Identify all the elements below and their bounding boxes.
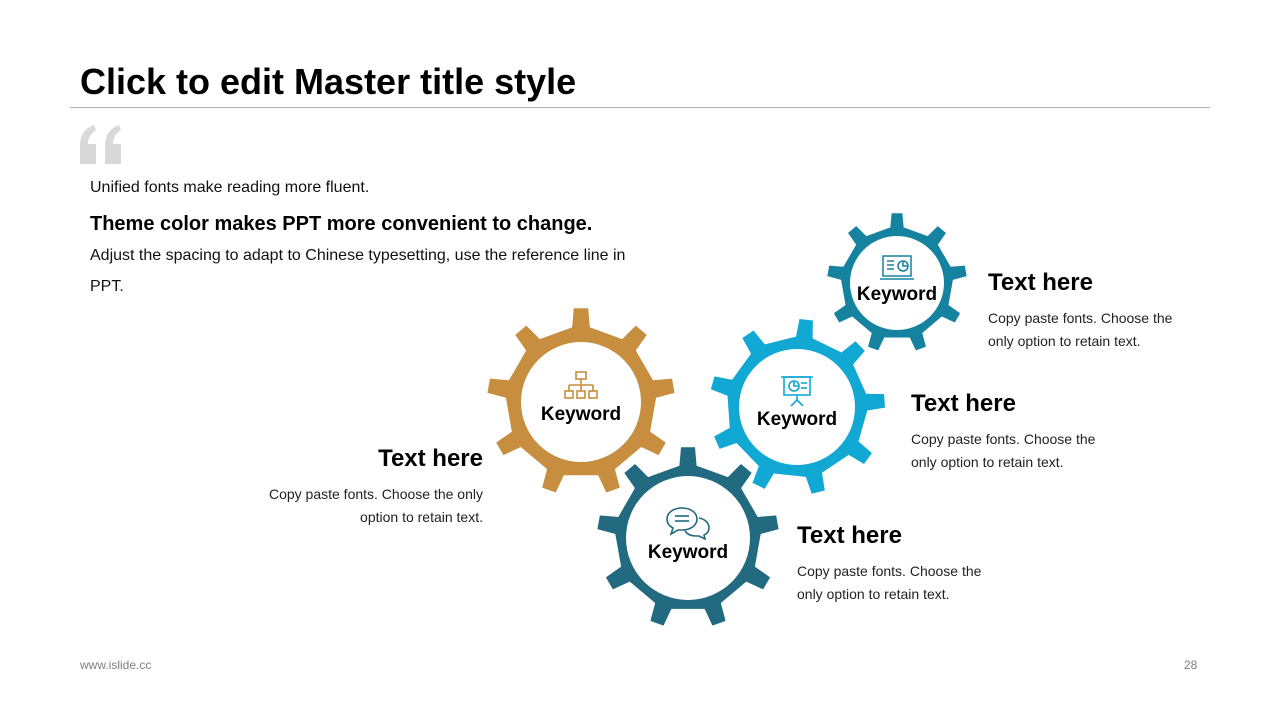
gear-keyword-label[interactable]: Keyword <box>647 542 729 563</box>
title-divider <box>70 107 1210 108</box>
gear-shape <box>597 447 779 626</box>
callout-body[interactable]: Copy paste fonts. Choose the only option… <box>268 486 483 525</box>
callout-left[interactable]: Text here Copy paste fonts. Choose the o… <box>263 445 483 529</box>
slide-title[interactable]: Click to edit Master title style <box>80 61 577 102</box>
callout-body[interactable]: Copy paste fonts. Choose the only option… <box>797 563 982 602</box>
gear-keyword-label[interactable]: Keyword <box>856 284 938 305</box>
callout-heading[interactable]: Text here <box>797 522 902 549</box>
gear-shape <box>710 319 885 494</box>
callout-body[interactable]: Copy paste fonts. Choose the only option… <box>911 431 1096 470</box>
callout-heading[interactable]: Text here <box>378 445 483 472</box>
chat-bubbles-icon <box>666 507 710 540</box>
footer-url[interactable]: www.islide.cc <box>80 658 152 672</box>
callout-bottom-right[interactable]: Text here Copy paste fonts. Choose the o… <box>797 522 1002 606</box>
org-chart-icon <box>564 371 598 399</box>
gear-keyword-label[interactable]: Keyword <box>756 409 838 430</box>
gear-org-chart[interactable]: Keyword <box>486 307 676 497</box>
page-number: 28 <box>1184 658 1198 672</box>
gear-chat[interactable]: Keyword <box>596 446 780 630</box>
presentation-board-icon <box>781 376 813 407</box>
callout-top-right[interactable]: Text here Copy paste fonts. Choose the o… <box>988 269 1198 353</box>
intro-line-1[interactable]: Unified fonts make reading more fluent. <box>90 179 370 196</box>
dashboard-chart-icon <box>880 255 914 280</box>
gear-dashboard[interactable]: Keyword <box>826 212 968 354</box>
intro-line-3[interactable]: Adjust the spacing to adapt to Chinese t… <box>90 247 626 295</box>
callout-middle-right[interactable]: Text here Copy paste fonts. Choose the o… <box>911 390 1116 474</box>
gear-keyword-label[interactable]: Keyword <box>540 404 622 425</box>
intro-line-2[interactable]: Theme color makes PPT more convenient to… <box>90 213 593 235</box>
gear-shape <box>827 213 967 351</box>
callout-heading[interactable]: Text here <box>988 269 1093 296</box>
callout-heading[interactable]: Text here <box>911 390 1016 417</box>
callout-body[interactable]: Copy paste fonts. Choose the only option… <box>988 310 1173 349</box>
intro-text-block[interactable]: Unified fonts make reading more fluent. … <box>90 176 630 302</box>
gear-presentation[interactable]: Keyword <box>708 318 886 496</box>
gear-shape <box>487 308 675 493</box>
quote-mark-icon <box>80 125 121 164</box>
